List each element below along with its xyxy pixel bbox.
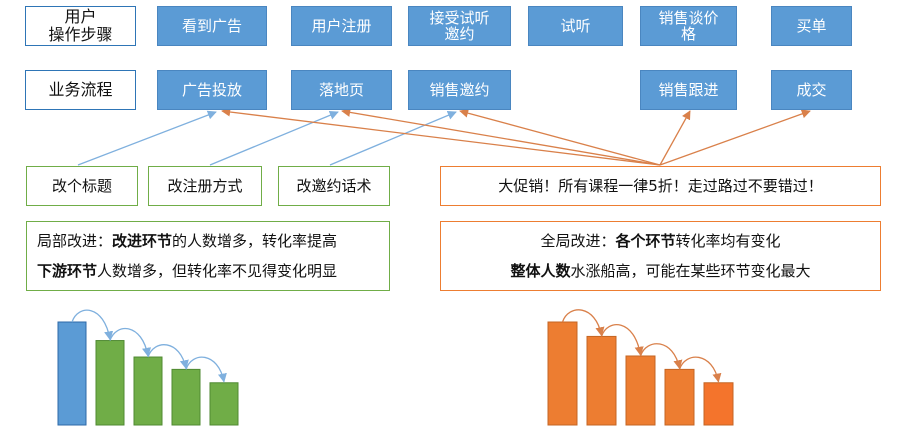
arrow-promo-to-followup (659, 110, 691, 166)
arrow-title-to-ad (77, 110, 217, 166)
user-steps-label-line2: 操作步骤 (48, 25, 113, 44)
user-step-trial-text: 试听 (560, 16, 591, 35)
global-flow-arrow-3 (639, 343, 683, 370)
global-bar-3 (625, 355, 656, 426)
improvement-change-register-text: 改注册方式 (167, 176, 243, 195)
business-step-sales-followup: 销售跟进 (640, 70, 737, 110)
user-steps-label: 用户 操作步骤 (25, 6, 136, 46)
improvement-change-title-text: 改个标题 (51, 176, 112, 195)
local-bar-4 (171, 368, 201, 426)
arrow-promo-to-invite (459, 108, 661, 166)
local-bar-2 (95, 340, 125, 426)
global-note-line1: 全局改进：各个环节转化率均有变化 (441, 226, 880, 256)
local-bar-1 (57, 321, 87, 426)
local-note-line1: 局部改进：改进环节的人数增多，转化率提高 (37, 226, 389, 256)
user-step-see-ad-text: 看到广告 (181, 16, 242, 35)
global-note-bold2: 整体人数 (510, 262, 571, 280)
user-step-register-text: 用户注册 (311, 16, 372, 35)
global-note-rest2: 水涨船高，可能在某些环节变化最大 (570, 262, 811, 280)
business-step-sales-invite-text: 销售邀约 (429, 80, 490, 99)
user-step-pay: 买单 (771, 6, 852, 46)
business-step-landing-page: 落地页 (291, 70, 392, 110)
user-step-see-ad: 看到广告 (157, 6, 267, 46)
local-note-bold1: 改进环节 (112, 232, 173, 250)
user-step-register: 用户注册 (291, 6, 392, 46)
promo-box: 大促销！所有课程一律5折！走过路过不要错过！ (440, 166, 881, 206)
improvement-change-title: 改个标题 (26, 166, 138, 206)
improvement-change-script-text: 改邀约话术 (296, 176, 372, 195)
user-step-trial: 试听 (528, 6, 623, 46)
global-improvement-note: 全局改进：各个环节转化率均有变化 整体人数水涨船高，可能在某些环节变化最大 (440, 221, 881, 291)
arrow-register-to-landing (209, 110, 339, 166)
arrow-promo-to-ad (221, 107, 661, 166)
local-note-rest1: 的人数增多，转化率提高 (172, 232, 338, 250)
business-step-ad-placement-text: 广告投放 (181, 80, 242, 99)
user-step-accept-invite: 接受试听 邀约 (408, 6, 511, 46)
local-note-prefix: 局部改进： (37, 232, 113, 250)
business-step-deal: 成交 (771, 70, 852, 110)
global-flow-arrow-4 (678, 356, 722, 383)
global-note-prefix: 全局改进： (540, 232, 616, 250)
global-note-rest1: 转化率均有变化 (675, 232, 781, 250)
promo-text: 大促销！所有课程一律5折！走过路过不要错过！ (498, 176, 823, 195)
global-bar-4 (664, 368, 695, 426)
local-flow-arrow-2 (109, 327, 152, 357)
local-bar-5 (209, 382, 239, 426)
user-steps-label-line1: 用户 (64, 7, 97, 27)
global-bar-1 (547, 321, 578, 426)
local-note-line2: 下游环节人数增多，但转化率不见得变化明显 (37, 256, 389, 286)
business-step-ad-placement: 广告投放 (157, 70, 267, 110)
local-improvement-note: 局部改进：改进环节的人数增多，转化率提高 下游环节人数增多，但转化率不见得变化明… (26, 221, 390, 291)
user-step-negotiate-line2: 格 (680, 25, 696, 43)
global-note-bold1: 各个环节 (615, 232, 676, 250)
arrow-promo-to-landing (341, 107, 661, 166)
global-bar-5 (703, 382, 734, 426)
global-flow-arrow-2 (600, 324, 644, 356)
user-step-accept-invite-line1: 接受试听 (429, 8, 490, 27)
arrow-promo-to-deal (659, 109, 811, 166)
local-note-bold2: 下游环节 (37, 262, 98, 280)
global-flow-arrow-1 (561, 309, 605, 337)
business-step-sales-invite: 销售邀约 (408, 70, 511, 110)
business-step-landing-page-text: 落地页 (318, 80, 364, 99)
user-step-pay-text: 买单 (796, 16, 827, 35)
arrow-script-to-invite (329, 110, 457, 166)
improvement-change-script: 改邀约话术 (278, 166, 390, 206)
local-note-rest2: 人数增多，但转化率不见得变化明显 (97, 262, 338, 280)
local-bar-3 (133, 356, 163, 426)
user-step-negotiate-line1: 销售谈价 (658, 8, 719, 27)
user-step-accept-invite-line2: 邀约 (444, 25, 475, 43)
user-step-negotiate: 销售谈价 格 (640, 6, 737, 46)
improvement-change-register: 改注册方式 (148, 166, 262, 206)
business-process-label: 业务流程 (25, 70, 136, 110)
business-process-label-text: 业务流程 (48, 80, 113, 100)
global-bar-2 (586, 335, 617, 426)
local-flow-arrow-1 (71, 309, 114, 341)
business-step-deal-text: 成交 (796, 80, 827, 99)
local-flow-arrow-4 (185, 356, 227, 383)
global-note-line2: 整体人数水涨船高，可能在某些环节变化最大 (441, 256, 880, 286)
local-flow-arrow-3 (147, 344, 189, 370)
business-step-sales-followup-text: 销售跟进 (658, 80, 719, 99)
